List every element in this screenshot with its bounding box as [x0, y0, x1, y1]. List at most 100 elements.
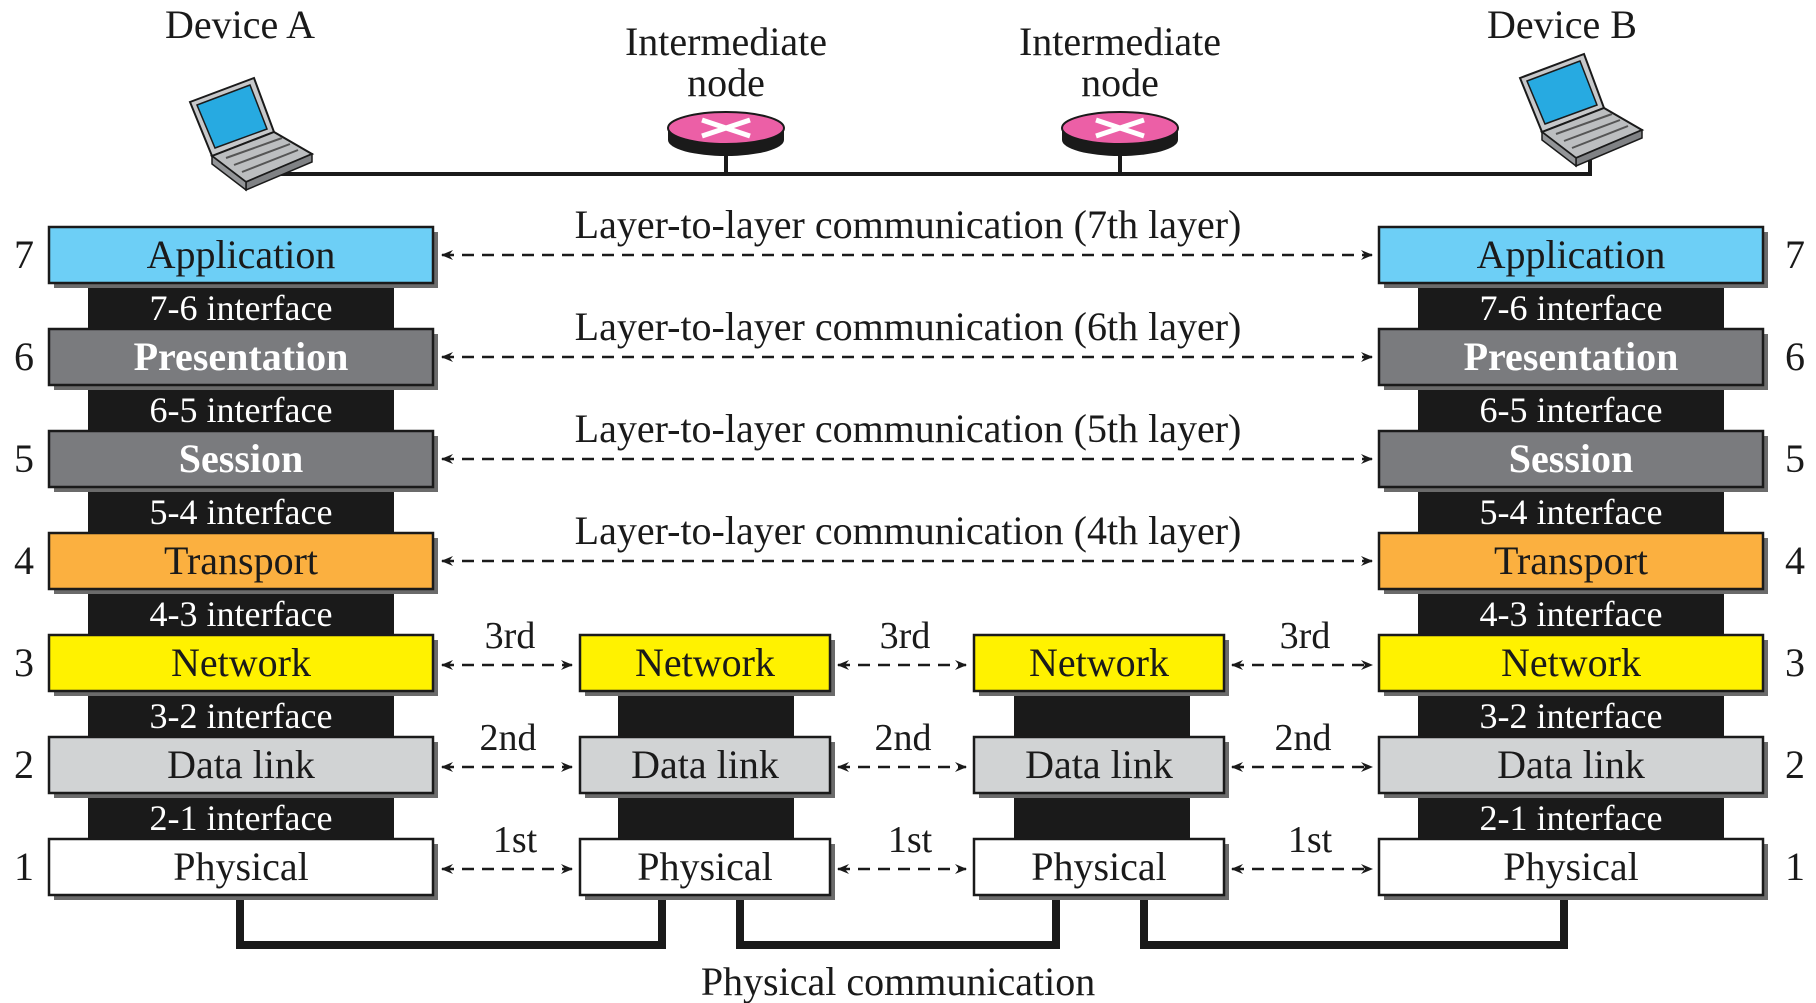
- hop-label-network: 3rd: [485, 615, 536, 657]
- node1-physical-box: [578, 837, 832, 897]
- device-b-label: Device B: [1487, 2, 1637, 47]
- device-a-session-box: [47, 429, 435, 489]
- hop-arrows: 3rd 3rd 3rd 2nd 2nd 2nd 1st 1st 1st: [441, 615, 1373, 874]
- layer-number: 3: [14, 640, 34, 685]
- peer-comm-label-6: Layer-to-layer communication (6th layer): [575, 304, 1242, 349]
- device-b-presentation-box: [1377, 327, 1765, 387]
- interface-label: 6-5 interface: [1480, 390, 1663, 430]
- device-a-presentation-box: [47, 327, 435, 387]
- hop-label-datalink: 2nd: [875, 717, 932, 759]
- left-layer-numbers: 7 6 5 4 3 2 1: [14, 232, 34, 889]
- layer-number: 5: [1785, 436, 1805, 481]
- interface-label: 3-2 interface: [150, 696, 333, 736]
- device-a-label: Device A: [165, 2, 315, 47]
- layer-number: 1: [1785, 844, 1805, 889]
- physical-communication-label: Physical communication: [701, 959, 1095, 1003]
- router-1-icon: [667, 111, 785, 156]
- interface-label: 5-4 interface: [1480, 492, 1663, 532]
- peer-communication-arrows: Layer-to-layer communication (7th layer)…: [441, 202, 1373, 566]
- node2-physical-box: [972, 837, 1226, 897]
- layer-number: 7: [1785, 232, 1805, 277]
- layer-name: Data link: [631, 742, 779, 787]
- node2-label-line2: node: [1081, 60, 1159, 105]
- hop-label-physical: 1st: [888, 819, 933, 861]
- hop-label-datalink: 2nd: [480, 717, 537, 759]
- layer-number: 5: [14, 436, 34, 481]
- device-a-interfaces: 7-6 interface 6-5 interface 5-4 interfac…: [150, 288, 333, 838]
- device-b-physical-box: [1377, 837, 1765, 897]
- physical-links: [236, 900, 1568, 949]
- hop-label-network: 3rd: [880, 615, 931, 657]
- layer-name: Physical: [1503, 844, 1639, 889]
- layer-name: Data link: [167, 742, 315, 787]
- physical-link-3: [1140, 900, 1568, 949]
- peer-comm-label-7: Layer-to-layer communication (7th layer): [575, 202, 1242, 247]
- interface-label: 5-4 interface: [150, 492, 333, 532]
- node2-stack: Network Data link Physical: [972, 633, 1229, 900]
- node1-network-box: [578, 633, 832, 693]
- device-a-stack: Application Presentation Session Transpo…: [47, 225, 438, 900]
- device-a-application-box: [47, 225, 435, 285]
- interface-label: 3-2 interface: [1480, 696, 1663, 736]
- device-b-datalink-box: [1377, 735, 1765, 795]
- hop-label-physical: 1st: [1288, 819, 1333, 861]
- layer-number: 2: [1785, 742, 1805, 787]
- interface-label: 7-6 interface: [1480, 288, 1663, 328]
- interface-label: 6-5 interface: [150, 390, 333, 430]
- layer-number: 4: [1785, 538, 1805, 583]
- laptop-b-icon: [1518, 52, 1645, 168]
- device-a-transport-box: [47, 531, 435, 591]
- layer-name: Network: [171, 640, 311, 685]
- top-network-wire: [256, 140, 1592, 176]
- node1-label-line2: node: [687, 60, 765, 105]
- layer-name: Application: [147, 232, 336, 277]
- hop-label-physical: 1st: [493, 819, 538, 861]
- layer-name: Session: [179, 436, 304, 481]
- device-a-network-box: [47, 633, 435, 693]
- interface-label: 7-6 interface: [150, 288, 333, 328]
- layer-name: Presentation: [134, 334, 349, 379]
- node2-label-line1: Intermediate: [1019, 19, 1221, 64]
- node2-datalink-box: [972, 735, 1226, 795]
- interface-label: 4-3 interface: [150, 594, 333, 634]
- node1-datalink-box: [578, 735, 832, 795]
- layer-name: Network: [1501, 640, 1641, 685]
- layer-number: 4: [14, 538, 34, 583]
- layer-number: 6: [1785, 334, 1805, 379]
- layer-number: 3: [1785, 640, 1805, 685]
- layer-name: Transport: [164, 538, 318, 583]
- layer-number: 6: [14, 334, 34, 379]
- layer-name: Physical: [637, 844, 773, 889]
- device-b-session-box: [1377, 429, 1765, 489]
- layer-name: Data link: [1025, 742, 1173, 787]
- interface-label: 2-1 interface: [150, 798, 333, 838]
- node1-stack: Network Data link Physical: [578, 633, 835, 900]
- layer-number: 7: [14, 232, 34, 277]
- laptop-a-icon: [188, 76, 315, 192]
- layer-name: Presentation: [1464, 334, 1679, 379]
- layer-name: Application: [1477, 232, 1666, 277]
- layer-number: 1: [14, 844, 34, 889]
- layer-name: Session: [1509, 436, 1634, 481]
- device-a-physical-box: [47, 837, 435, 897]
- right-layer-numbers: 7 6 5 4 3 2 1: [1785, 232, 1805, 889]
- peer-comm-label-5: Layer-to-layer communication (5th layer): [575, 406, 1242, 451]
- hop-label-datalink: 2nd: [1275, 717, 1332, 759]
- physical-link-1: [236, 900, 666, 949]
- router-2-icon: [1061, 111, 1179, 156]
- device-b-stack: Application Presentation Session Transpo…: [1377, 225, 1768, 900]
- layer-name: Network: [1029, 640, 1169, 685]
- hop-label-network: 3rd: [1280, 615, 1331, 657]
- layer-name: Transport: [1494, 538, 1648, 583]
- device-b-interfaces: 7-6 interface 6-5 interface 5-4 interfac…: [1480, 288, 1663, 838]
- device-b-application-box: [1377, 225, 1765, 285]
- layer-name: Physical: [173, 844, 309, 889]
- interface-label: 2-1 interface: [1480, 798, 1663, 838]
- node2-network-box: [972, 633, 1226, 693]
- interface-label: 4-3 interface: [1480, 594, 1663, 634]
- device-b-transport-box: [1377, 531, 1765, 591]
- layer-number: 2: [14, 742, 34, 787]
- peer-comm-label-4: Layer-to-layer communication (4th layer): [575, 508, 1242, 553]
- device-b-network-box: [1377, 633, 1765, 693]
